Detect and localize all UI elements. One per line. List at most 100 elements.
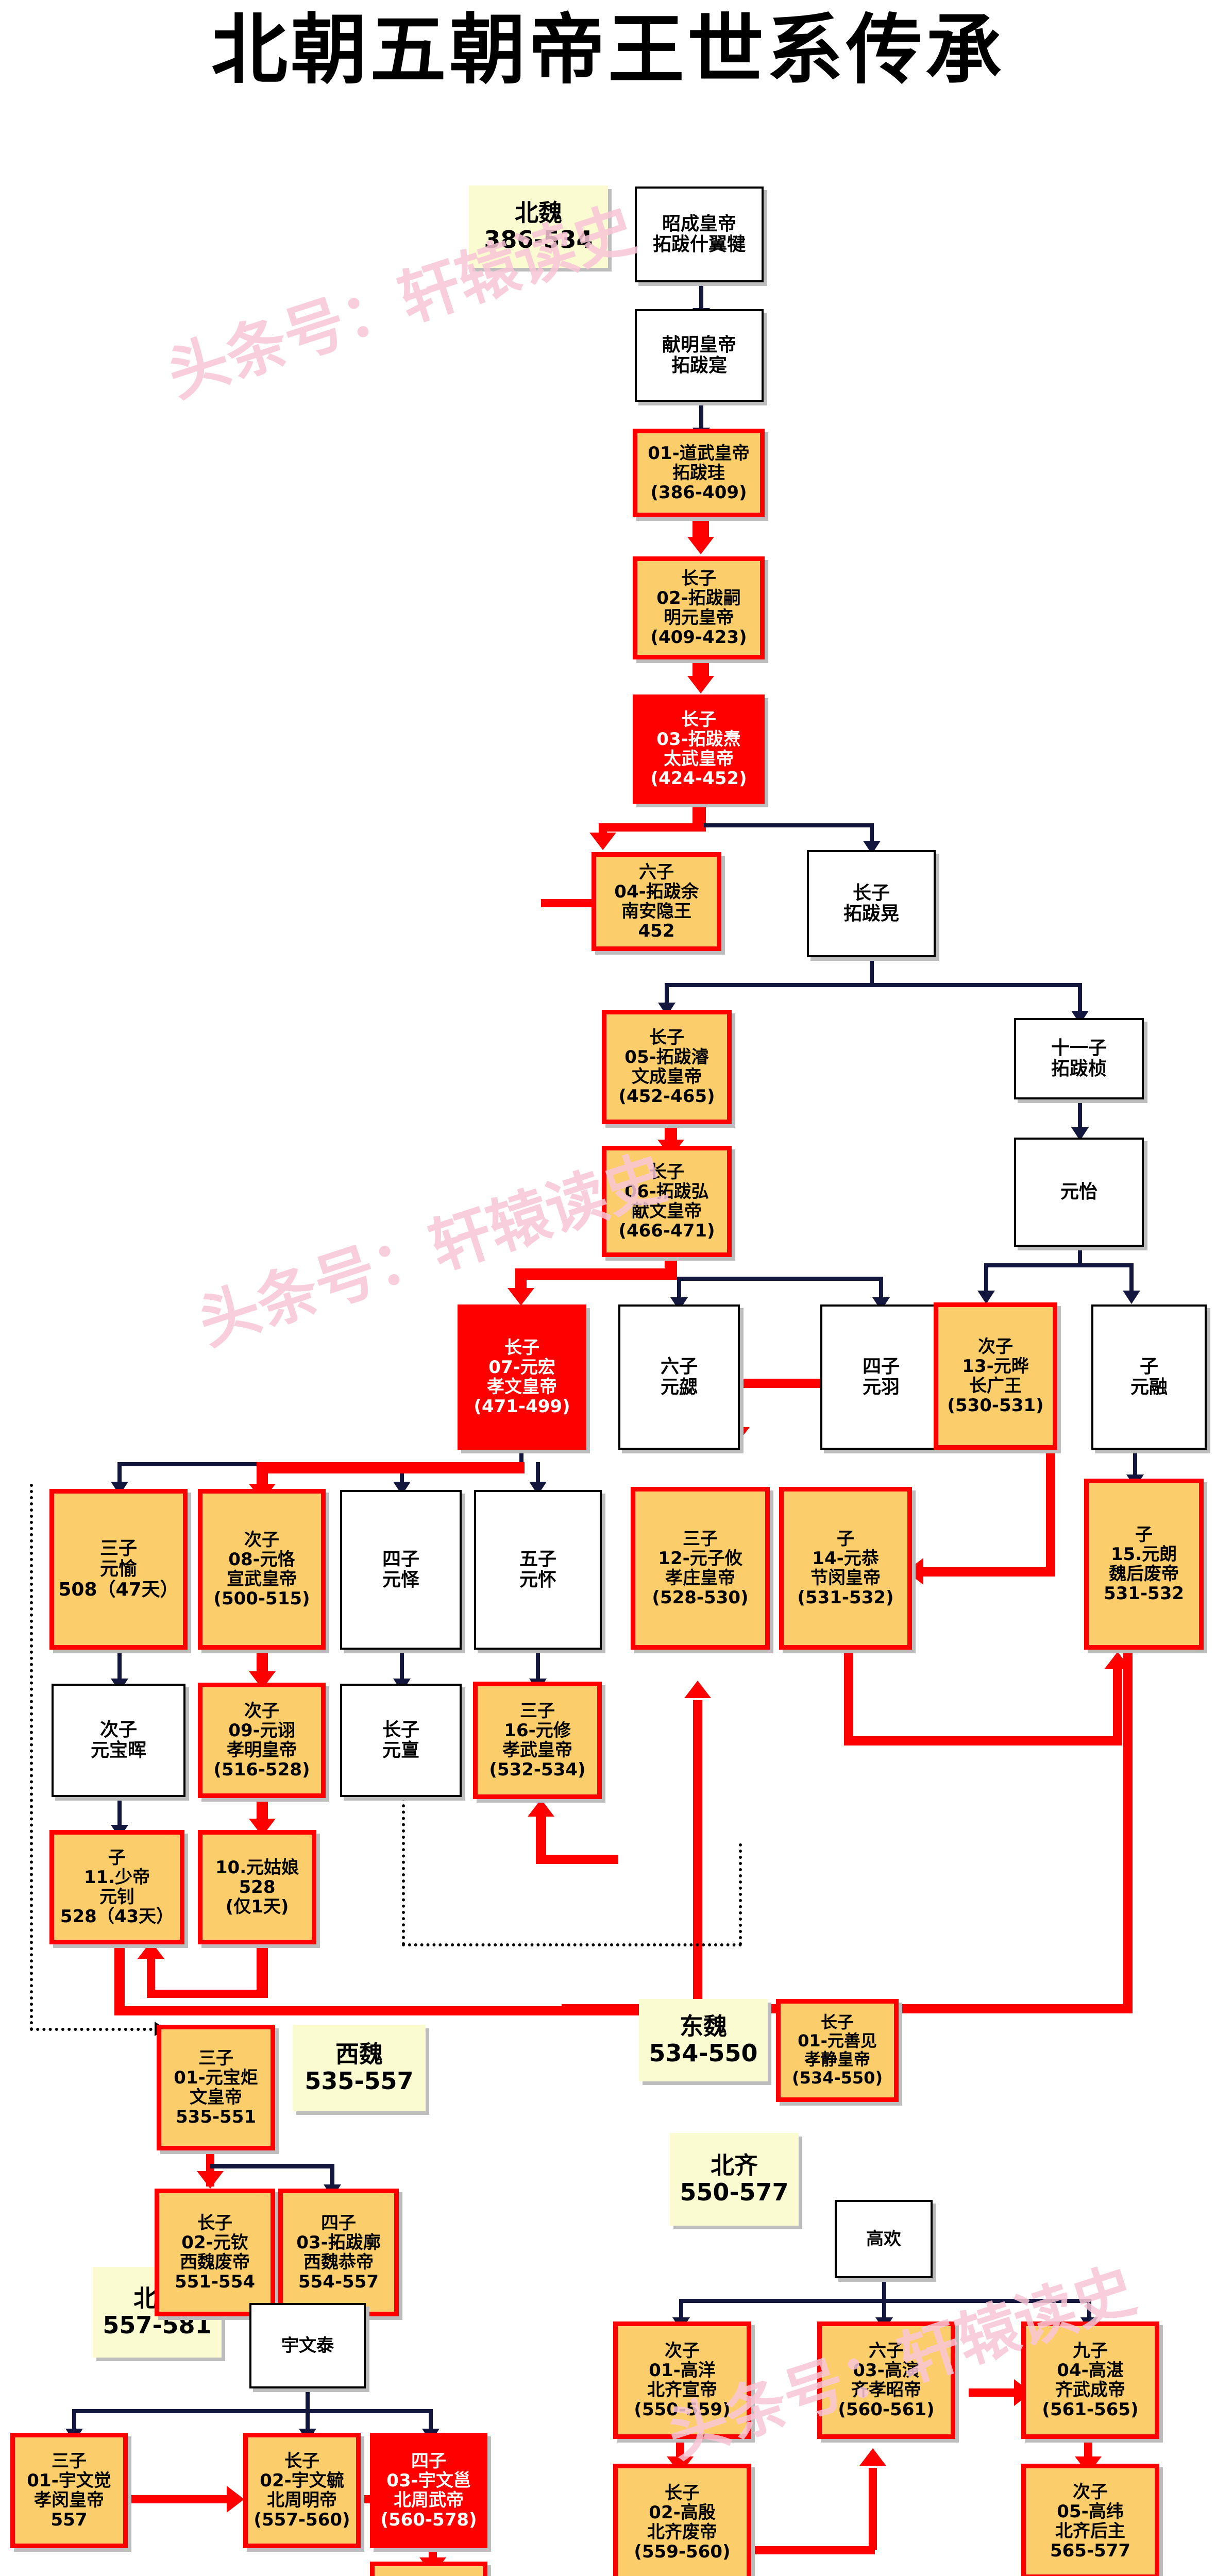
connector — [677, 1277, 883, 1281]
node-dongwei-01-yuan-shanjian[interactable]: 长子 01-元善见 孝静皇帝 (534-550) — [776, 1999, 899, 2102]
era-name: 西魏 — [335, 2040, 383, 2069]
connector — [1123, 1651, 1133, 2012]
connector — [676, 2437, 684, 2463]
connector — [870, 958, 874, 986]
era-box-xiwei: 西魏 535-557 — [293, 2025, 426, 2111]
node-xiwei-03-tuoba-kuo[interactable]: 四子 03-拓跋廓 西魏恭帝 554-557 — [278, 2189, 399, 2316]
connector — [677, 1277, 681, 1302]
node-gao-huan[interactable]: 高欢 — [835, 2200, 933, 2278]
arrowhead-icon — [227, 2486, 244, 2513]
connector — [147, 1990, 268, 1998]
node-02-tuoba-si[interactable]: 长子 02-拓跋嗣 明元皇帝 (409-423) — [633, 556, 765, 659]
node-tuoba-shiyijian[interactable]: 昭成皇帝 拓跋什翼犍 — [635, 187, 764, 282]
node-beiqi-02-gao-yin[interactable]: 长子 02-高殷 北齐废帝 (559-560) — [613, 2464, 751, 2576]
node-13-yuan-ye[interactable]: 次子 13-元晔 长广王 (530-531) — [934, 1302, 1057, 1450]
connector — [1084, 2437, 1092, 2463]
connector — [536, 1462, 540, 1486]
connector — [844, 1736, 1122, 1745]
node-11-shaodi-yuan-zhao[interactable]: 子 11.少帝 元钊 528（43天） — [49, 1830, 184, 1944]
node-xiwei-01-yuan-baoju[interactable]: 三子 01-元宝炬 文皇帝 535-551 — [157, 2025, 275, 2150]
connector — [306, 2388, 310, 2412]
node-beiqi-04-gao-zhan[interactable]: 九子 04-高湛 齐武成帝 (561-565) — [1021, 2321, 1159, 2439]
node-06-tuoba-hong[interactable]: 长子 06-拓跋弘 献文皇帝 (466-471) — [602, 1146, 732, 1257]
node-10-yuan-guniang[interactable]: 10.元姑娘 528 (仅1天) — [198, 1830, 316, 1944]
arrowhead-icon — [687, 676, 714, 693]
connector — [117, 1651, 122, 1683]
connector — [117, 1798, 122, 1830]
connector — [114, 2006, 702, 2015]
arrowhead-icon — [684, 1681, 711, 1698]
node-tuoba-zhen[interactable]: 十一子 拓跋桢 — [1014, 1018, 1144, 1099]
arrowhead-icon — [197, 2171, 224, 2189]
connector — [984, 1263, 988, 1294]
era-years: 386-534 — [484, 226, 593, 253]
node-yuan-yu[interactable]: 四子 元羽 — [820, 1304, 942, 1450]
connector — [515, 1268, 677, 1280]
era-box-dongwei: 东魏 534-550 — [639, 1999, 768, 2081]
node-04-tuoba-yu[interactable]: 六子 04-拓跋余 南安隐王 452 — [592, 852, 721, 951]
node-15-yuan-lang[interactable]: 子 15.元朗 魏后废帝 531-532 — [1084, 1479, 1204, 1650]
node-beizhou-03-yuwen-yong[interactable]: 四子 03-宇文邕 北周武帝 (560-578) — [370, 2433, 487, 2548]
node-yuan-rong[interactable]: 子 元融 — [1091, 1304, 1207, 1450]
connector — [72, 2409, 76, 2432]
node-07-yuan-hong[interactable]: 长子 07-元宏 孝文皇帝 (471-499) — [458, 1304, 586, 1450]
connector — [844, 1651, 853, 1745]
connector — [1087, 2299, 1091, 2320]
node-yuan-huai[interactable]: 五子 元怀 — [474, 1490, 602, 1650]
node-yuan-xie[interactable]: 六子 元勰 — [618, 1304, 740, 1450]
node-xiwei-02-yuan-qin[interactable]: 长子 02-元钦 西魏废帝 551-554 — [155, 2189, 275, 2316]
node-beiqi-01-gao-yang[interactable]: 次子 01-高洋 北齐宣帝 (550-559) — [613, 2321, 751, 2439]
node-yuan-yi4[interactable]: 四子 元怿 — [340, 1490, 462, 1650]
node-14-yuan-gong[interactable]: 子 14-元恭 节闵皇帝 (531-532) — [779, 1487, 912, 1650]
connector — [704, 823, 874, 827]
connector — [536, 1816, 546, 1862]
connector — [599, 823, 706, 832]
node-yuan-dan[interactable]: 长子 元亶 — [340, 1684, 462, 1797]
node-beiqi-05-gao-wei[interactable]: 次子 05-高纬 北齐后主 565-577 — [1021, 2464, 1159, 2576]
arrowhead-icon — [859, 2448, 886, 2466]
arrowhead-icon — [687, 537, 714, 554]
page-title: 北朝五朝帝王世系传承 — [211, 6, 1005, 94]
arrowhead-icon — [1104, 1652, 1131, 1669]
connector — [869, 2468, 877, 2550]
connector — [210, 2164, 334, 2168]
connector — [879, 1277, 883, 1302]
node-tuoba-shi[interactable]: 献明皇帝 拓跋寔 — [635, 309, 764, 402]
connector — [306, 2409, 310, 2432]
connector — [429, 2409, 433, 2432]
connector-dotted — [30, 2028, 159, 2031]
connector — [519, 1448, 523, 1466]
connector — [257, 1462, 525, 1473]
era-name: 东魏 — [680, 2012, 727, 2041]
connector — [330, 2164, 334, 2189]
connector — [1078, 1246, 1082, 1266]
node-tuoba-huang[interactable]: 长子 拓跋晃 — [807, 850, 936, 957]
node-beizhou-04-yuwen-yun[interactable]: 长子 04-宇文赟 北周宣帝 (578-579) — [370, 2562, 487, 2576]
node-16-yuan-xiu[interactable]: 三子 16-元修 孝武皇帝 (532-534) — [473, 1682, 602, 1799]
connector — [147, 1958, 155, 1994]
arrowhead-icon — [508, 1288, 534, 1306]
connector-dotted — [402, 1943, 742, 1946]
era-box-beiqi: 北齐 550-577 — [670, 2133, 799, 2226]
connector — [1113, 1669, 1122, 1745]
connector — [693, 1700, 702, 2015]
node-01-tuoba-gui[interactable]: 01-道武皇帝 拓跋珪 (386-409) — [633, 429, 765, 517]
node-05-tuoba-jun[interactable]: 长子 05-拓跋濬 文成皇帝 (452-465) — [602, 1010, 732, 1124]
node-beizhou-02-yuwen-yu[interactable]: 长子 02-宇文毓 北周明帝 (557-560) — [243, 2433, 361, 2548]
connector — [710, 2546, 875, 2554]
node-yuan-yi[interactable]: 元怡 — [1014, 1138, 1144, 1247]
node-beizhou-01-yuwen-jue[interactable]: 三子 01-宇文觉 孝闵皇帝 557 — [10, 2433, 128, 2548]
node-yuan-baohui[interactable]: 次子 元宝晖 — [52, 1684, 185, 1797]
node-12-yuan-ziyou[interactable]: 三子 12-元子攸 孝庄皇帝 (528-530) — [631, 1487, 770, 1650]
era-years: 534-550 — [649, 2039, 758, 2067]
connector — [1133, 1448, 1137, 1480]
node-08-yuan-ke[interactable]: 次子 08-元恪 宣武皇帝 (500-515) — [198, 1489, 326, 1650]
node-09-yuan-xu[interactable]: 次子 09-元诩 孝明皇帝 (516-528) — [198, 1683, 326, 1798]
connector — [699, 281, 703, 311]
node-yuwen-tai[interactable]: 宇文泰 — [249, 2303, 366, 2388]
node-yuan-yu3[interactable]: 三子 元愉 508（47天） — [49, 1489, 188, 1650]
node-beiqi-03-gao-yan[interactable]: 六子 03-高演 齐孝昭帝 (560-561) — [817, 2321, 955, 2439]
connector — [536, 1651, 540, 1683]
era-years: 535-557 — [305, 2067, 414, 2095]
node-03-tuoba-tao[interactable]: 长子 03-拓跋焘 太武皇帝 (424-452) — [633, 694, 765, 804]
